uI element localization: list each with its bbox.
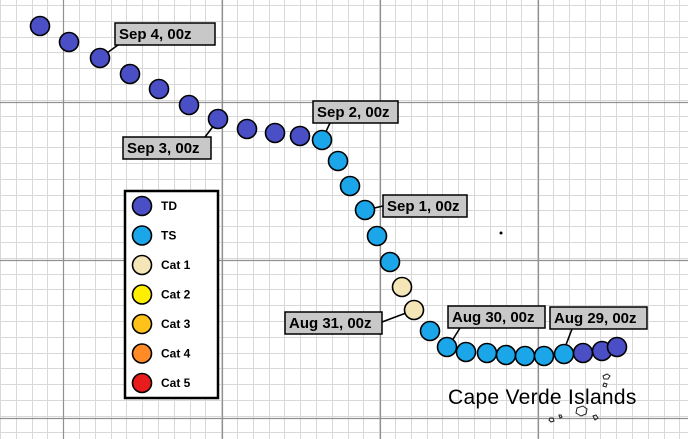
legend-item-c1: Cat 1 <box>131 254 191 276</box>
legend-swatch <box>131 313 153 335</box>
date-label-text: Sep 1, 00z <box>387 198 460 215</box>
track-point-td <box>148 78 170 100</box>
date-label: Sep 2, 00z <box>312 100 399 124</box>
track-point-td <box>236 118 258 140</box>
track-point-td <box>572 342 594 364</box>
track-point-td <box>207 108 229 130</box>
legend-swatch <box>131 225 153 246</box>
date-label-text: Sep 3, 00z <box>127 140 200 157</box>
legend-label: TS <box>161 229 176 243</box>
track-point-td <box>178 94 200 116</box>
track-point-td <box>89 47 111 69</box>
legend-label: Cat 3 <box>161 317 191 331</box>
track-point-ts <box>327 150 349 172</box>
date-label-text: Sep 4, 00z <box>119 26 192 43</box>
track-point-ts <box>339 175 361 197</box>
date-label-text: Aug 30, 00z <box>452 309 535 326</box>
track-point-ts <box>476 342 498 364</box>
legend-item-c3: Cat 3 <box>131 313 191 335</box>
date-label-text: Sep 2, 00z <box>317 104 390 121</box>
legend-item-c5: Cat 5 <box>131 372 191 394</box>
track-point-td <box>29 15 51 37</box>
legend-swatch <box>131 195 153 217</box>
island-shape <box>592 414 599 421</box>
legend-label: Cat 4 <box>161 347 191 361</box>
legend-label: Cat 5 <box>161 376 191 390</box>
track-point-ts <box>455 341 477 363</box>
legend-label: Cat 1 <box>161 258 191 272</box>
legend-label: TD <box>161 199 177 213</box>
track-point-ts <box>514 345 536 367</box>
legend-swatch <box>131 343 153 364</box>
track-point-ts <box>354 199 376 221</box>
track-point-c1 <box>403 299 425 321</box>
legend: TD TS Cat 1 Cat 2 Cat 3 Cat 4 Cat 5 <box>123 189 220 400</box>
date-label: Aug 29, 00z <box>549 306 648 330</box>
legend-swatch <box>131 372 153 394</box>
date-label-box <box>284 311 383 335</box>
date-label-box <box>447 305 546 329</box>
storm-track <box>29 15 628 367</box>
legend-item-ts: TS <box>131 225 176 246</box>
track-point-ts <box>495 344 517 366</box>
date-label-text: Aug 29, 00z <box>554 310 637 327</box>
island-shape <box>602 382 608 388</box>
legend-swatch <box>131 254 153 276</box>
legend-label: Cat 2 <box>161 288 191 302</box>
track-point-c1 <box>391 276 413 298</box>
track-point-td <box>289 125 311 147</box>
date-label-box <box>122 136 212 160</box>
legend-item-td: TD <box>131 195 177 217</box>
date-label: Aug 31, 00z <box>284 311 383 335</box>
legend-swatch <box>131 284 153 305</box>
track-point-ts <box>419 320 441 342</box>
island-shape <box>558 414 563 419</box>
place-label: Cape Verde Islands <box>448 386 637 409</box>
track-point-td <box>264 122 286 144</box>
island-shape <box>602 373 611 380</box>
date-label: Sep 1, 00z <box>382 194 468 218</box>
legend-item-c4: Cat 4 <box>131 343 191 364</box>
track-point-ts <box>553 343 575 365</box>
legend-item-c2: Cat 2 <box>131 284 191 305</box>
date-label-box <box>549 306 648 330</box>
track-point-td <box>606 336 628 358</box>
track-point-ts <box>366 225 388 247</box>
date-label: Aug 30, 00z <box>447 305 546 329</box>
date-label-box <box>312 100 399 124</box>
track-point-ts <box>436 336 458 358</box>
island-shape <box>548 417 555 423</box>
track-point-td <box>58 31 80 53</box>
map-dot <box>499 231 503 235</box>
date-label: Sep 4, 00z <box>114 22 216 46</box>
track-point-ts <box>533 345 555 367</box>
track-point-ts <box>379 251 401 273</box>
track-point-td <box>119 63 141 85</box>
track-point-ts <box>311 129 333 151</box>
date-label-box <box>382 194 468 218</box>
island-shape <box>575 405 588 417</box>
date-label-text: Aug 31, 00z <box>289 315 372 332</box>
date-label-box <box>114 22 216 46</box>
date-label: Sep 3, 00z <box>122 136 212 160</box>
